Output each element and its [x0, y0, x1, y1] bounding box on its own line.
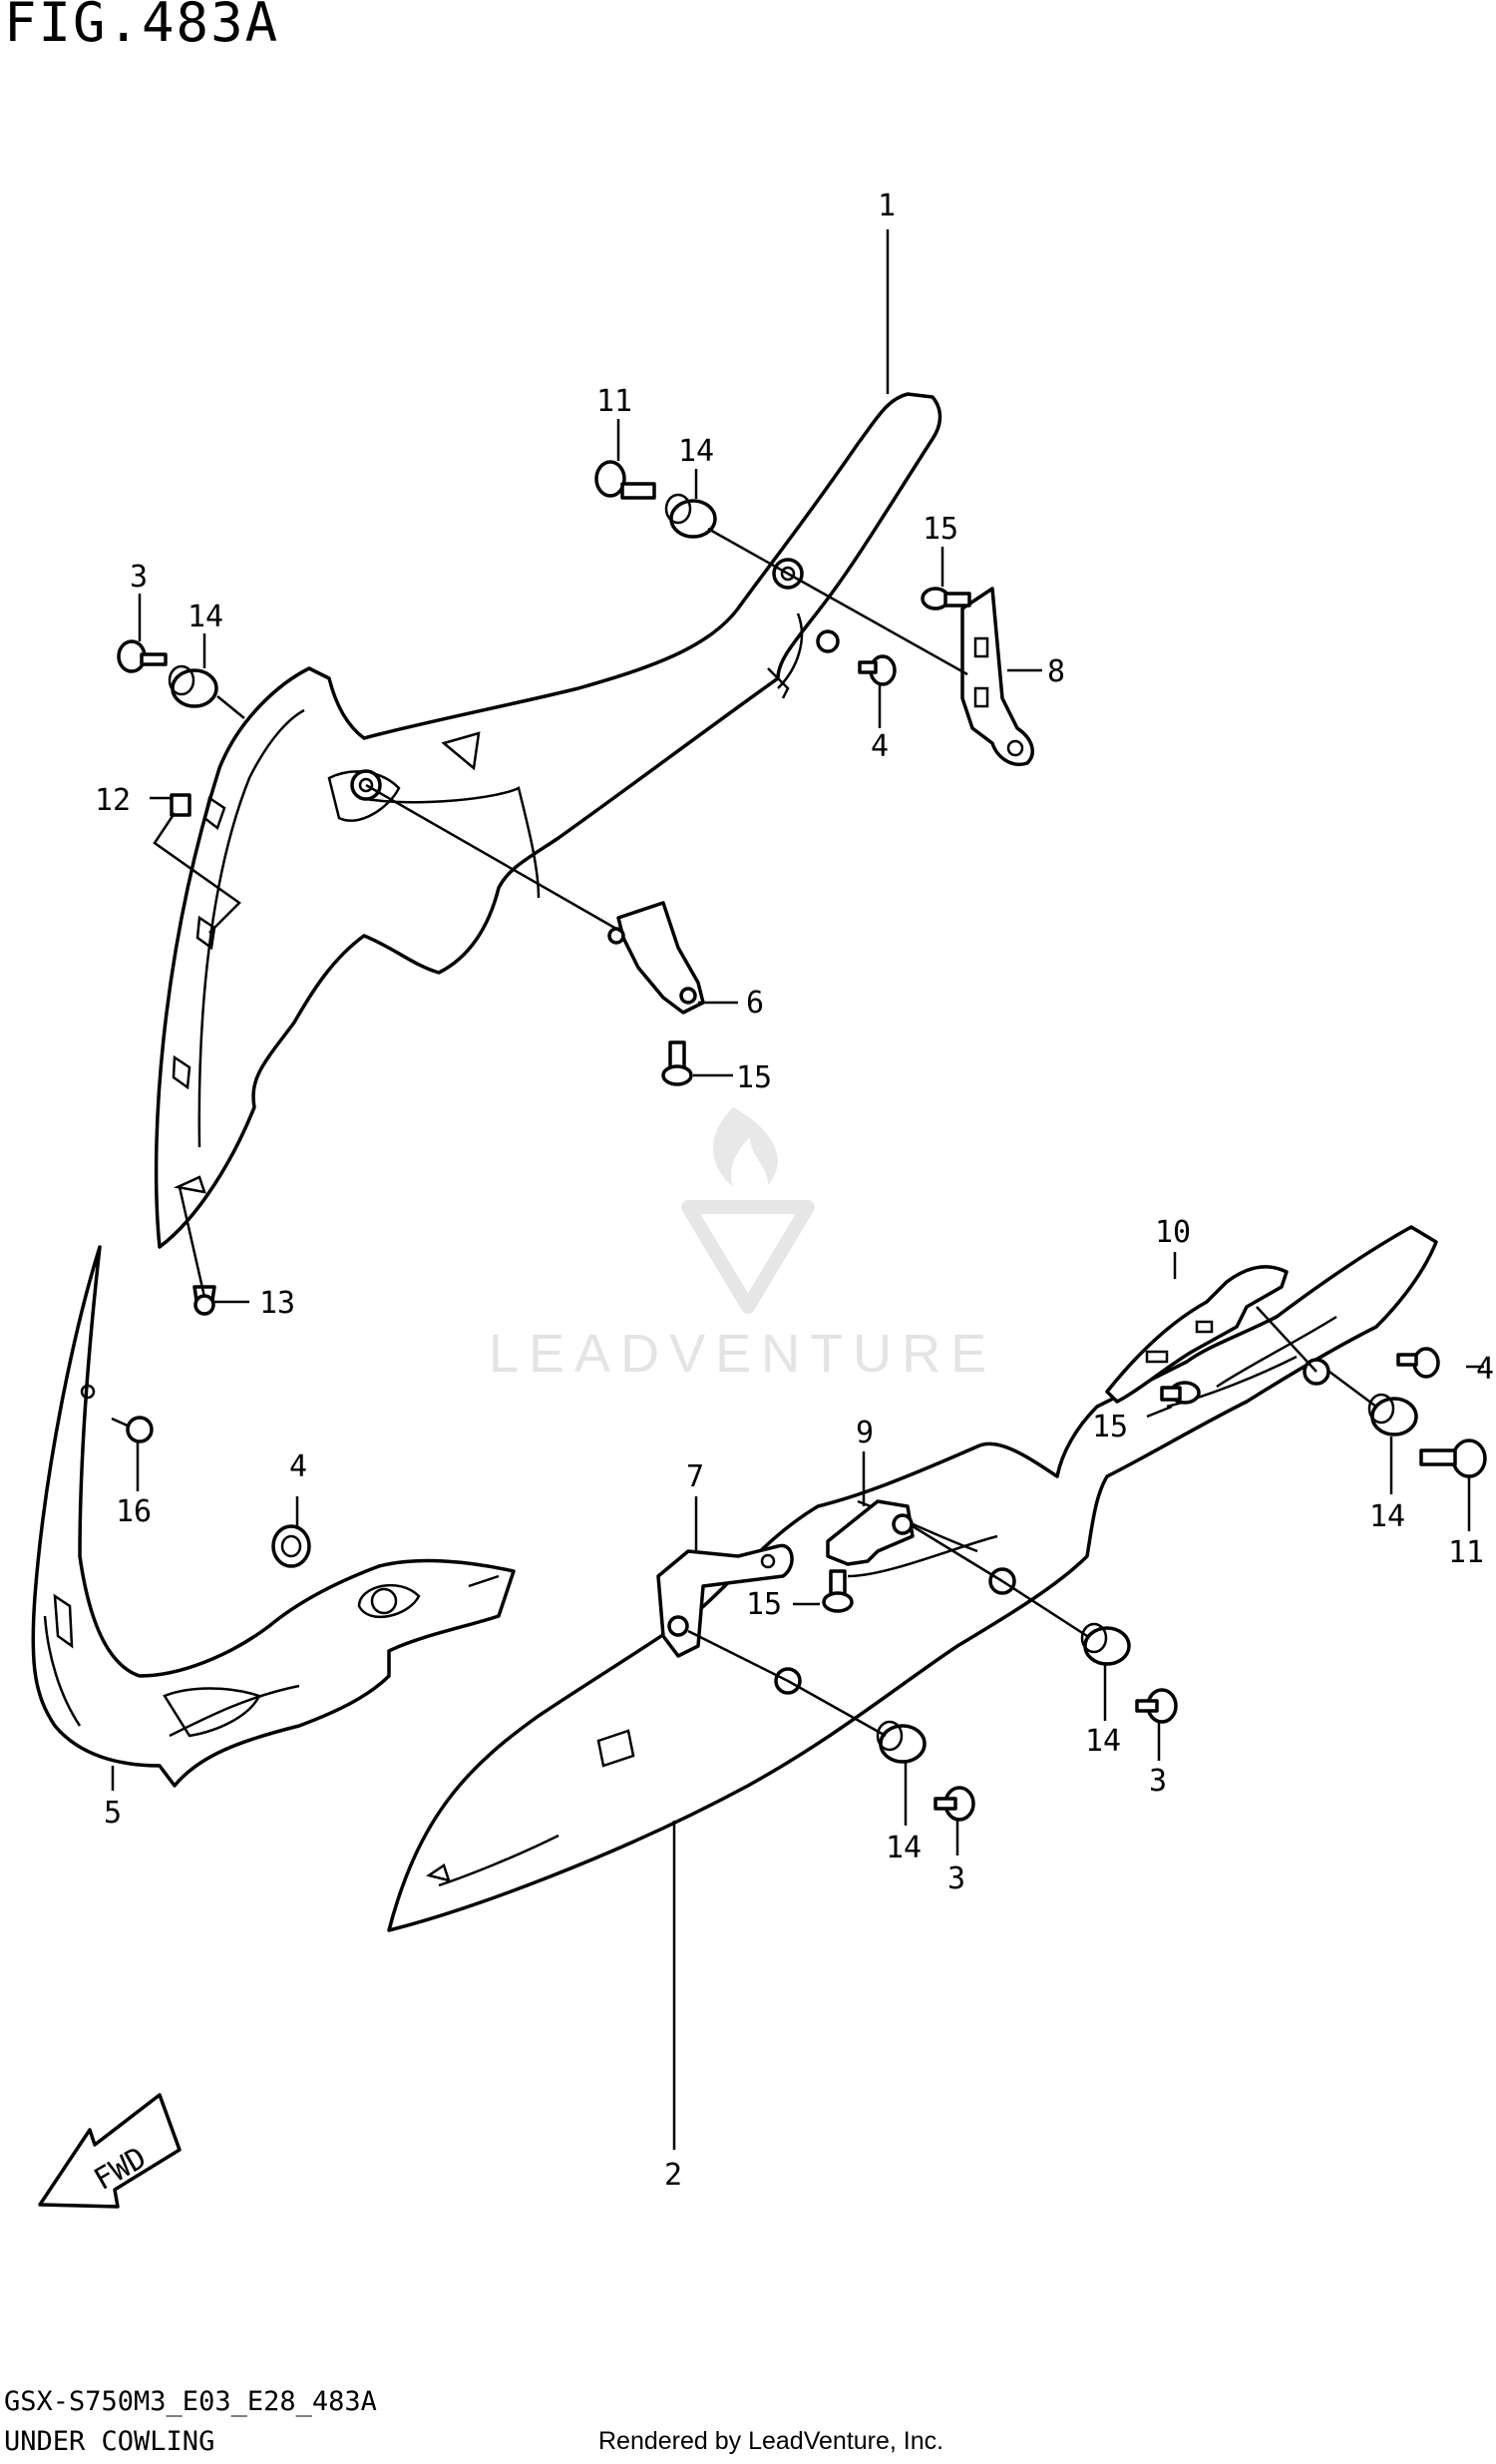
bolt-15-b[interactable]: [661, 1040, 693, 1086]
clip-4-a[interactable]: [858, 654, 897, 686]
leader-lines: [111, 229, 1484, 2150]
callout-14-e: 14: [886, 1831, 922, 1865]
callout-15-b: 15: [736, 1060, 772, 1095]
screw-16[interactable]: [111, 1416, 154, 1443]
part-6-bracket[interactable]: [607, 901, 705, 1015]
callout-4-c: 4: [1476, 1352, 1494, 1387]
clip-4-b[interactable]: [271, 1524, 311, 1568]
callout-15-a: 15: [923, 512, 958, 547]
callout-16: 16: [116, 1494, 152, 1529]
callout-11-b: 11: [1448, 1535, 1484, 1570]
clip-12[interactable]: [170, 793, 191, 817]
figure-title: FIG.483A: [4, 0, 280, 54]
section-name: UNDER COWLING: [4, 2426, 215, 2457]
bolt-15-d[interactable]: [822, 1569, 854, 1613]
callout-12: 12: [95, 783, 131, 818]
rivet-13[interactable]: [192, 1285, 216, 1316]
callout-7: 7: [686, 1459, 704, 1494]
callout-2: 2: [664, 2158, 682, 2193]
callout-5: 5: [104, 1796, 122, 1831]
screw-3-a[interactable]: [117, 639, 168, 673]
callout-3-a: 3: [130, 560, 148, 595]
callout-1: 1: [878, 189, 896, 223]
callout-8: 8: [1047, 654, 1065, 689]
model-code: GSX-S750M3_E03_E28_483A: [4, 2386, 377, 2417]
fwd-arrow: FWD: [38, 2093, 182, 2209]
screw-3-b[interactable]: [1135, 1688, 1178, 1724]
bolt-15-c[interactable]: [1160, 1381, 1201, 1405]
part-1-upper-cowl[interactable]: [154, 392, 942, 1249]
callout-4-a: 4: [871, 729, 889, 764]
callout-14-c: 14: [1369, 1499, 1405, 1534]
grommet-14-a[interactable]: [664, 493, 717, 539]
callout-14-d: 14: [1085, 1724, 1121, 1759]
callout-4-b: 4: [289, 1449, 307, 1484]
rendered-by: Rendered by LeadVenture, Inc.: [598, 2427, 944, 2455]
callout-11-a: 11: [596, 384, 632, 419]
callout-3-c: 3: [947, 1861, 965, 1896]
part-10-bracket[interactable]: [1105, 1265, 1289, 1404]
callout-15-c: 15: [1092, 1410, 1128, 1444]
watermark: LEADVENTURE: [489, 1107, 996, 1384]
bolt-15-a[interactable]: [921, 587, 971, 611]
grommet-14-e[interactable]: [876, 1720, 927, 1764]
grommet-14-d[interactable]: [1080, 1622, 1131, 1666]
callout-14-b: 14: [187, 600, 223, 634]
callout-3-b: 3: [1149, 1764, 1167, 1799]
callout-6: 6: [746, 986, 764, 1021]
callout-9: 9: [856, 1416, 874, 1450]
watermark-text: LEADVENTURE: [489, 1324, 996, 1384]
part-5-front-lower-cowl[interactable]: [31, 1245, 516, 1788]
callout-15-d: 15: [746, 1587, 782, 1622]
part-9-bracket[interactable]: [826, 1499, 915, 1566]
part-8-bracket[interactable]: [960, 587, 1034, 766]
callout-13: 13: [259, 1286, 295, 1321]
grommet-14-b[interactable]: [168, 664, 218, 708]
callouts: 1 11 14 3 14 15 8 4 12 6 15 13 16 4 5 7 …: [95, 189, 1494, 2193]
callout-14-a: 14: [678, 434, 714, 469]
grommet-14-c[interactable]: [1367, 1393, 1418, 1437]
bolt-11-a[interactable]: [594, 460, 656, 500]
clip-4-c[interactable]: [1396, 1347, 1440, 1379]
screw-3-c[interactable]: [934, 1786, 975, 1822]
callout-10: 10: [1155, 1215, 1191, 1250]
bolt-11-b[interactable]: [1419, 1438, 1487, 1478]
